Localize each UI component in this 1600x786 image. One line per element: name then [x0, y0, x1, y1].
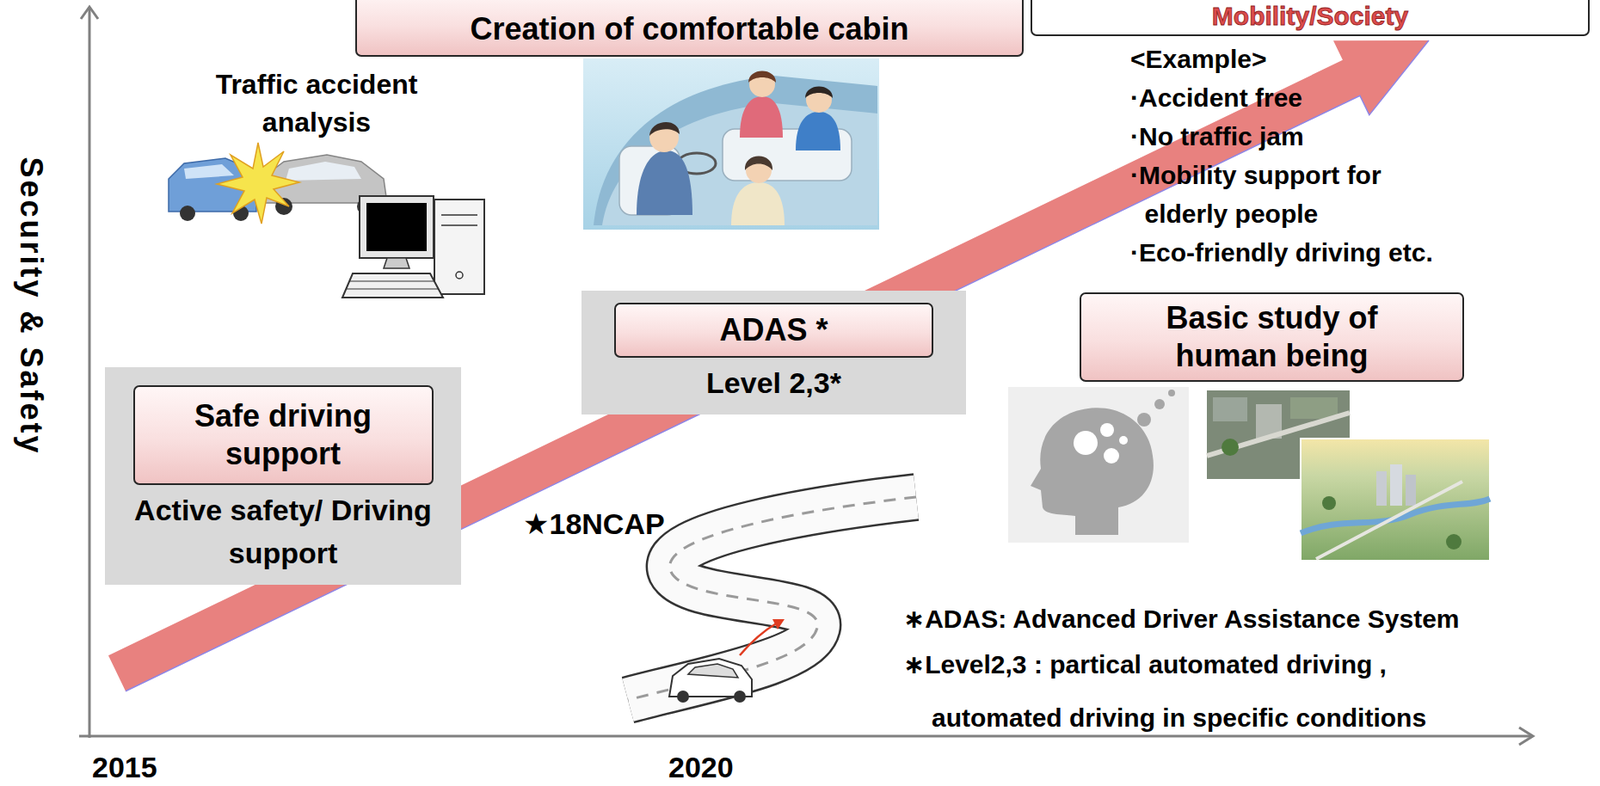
road-illustration	[627, 497, 917, 703]
city-illustration-part	[1316, 481, 1463, 560]
cabin-illustration	[583, 58, 880, 230]
road-illustration-part	[772, 619, 785, 630]
city-illustration-part	[1322, 496, 1336, 511]
human-study-illustration-part	[1168, 389, 1176, 397]
cabin-illustration-part	[805, 86, 833, 99]
human-study-illustration-part	[1100, 423, 1114, 437]
example-item: ·Eco-friendly driving etc.	[1130, 233, 1462, 272]
example-heading: <Example>	[1130, 39, 1462, 79]
cabin-illustration-part	[806, 86, 832, 113]
cabin-illustration-part	[583, 58, 880, 230]
crash-illustration	[168, 142, 388, 224]
crash-illustration-part	[216, 142, 300, 224]
cabin-illustration-part	[749, 71, 776, 98]
crash-illustration-part	[179, 205, 196, 222]
node-text: ADAS *	[719, 311, 828, 350]
node-text: Safe driving support	[145, 397, 422, 474]
computer-illustration-part	[366, 203, 427, 252]
city-illustration	[1206, 390, 1490, 561]
human-study-illustration	[1008, 387, 1189, 543]
cabin-illustration-part	[602, 103, 878, 226]
computer-illustration-part	[383, 258, 410, 269]
stage-box: Safe driving support	[133, 385, 434, 486]
stage-panel: Level 2,3* ADAS *	[581, 290, 967, 415]
city-illustration-part	[1405, 474, 1416, 506]
computer-illustration-part	[455, 271, 463, 279]
computer-illustration-part	[359, 196, 434, 259]
road-illustration-part	[627, 497, 917, 701]
road-illustration-part	[688, 664, 739, 678]
footnote: ∗Level2,3 : partical automated driving ,…	[903, 638, 1506, 745]
header-box: Creation of comfortable cabin	[355, 0, 1024, 57]
stage-box: ADAS *	[614, 302, 934, 358]
year-tick: 2015	[92, 751, 158, 783]
year-tick: 2020	[668, 751, 734, 783]
computer-illustration-part	[345, 289, 439, 290]
computer-illustration-part	[342, 273, 444, 298]
axis-part	[1519, 727, 1533, 745]
example-item: ·Mobility support for elderly people	[1130, 155, 1462, 234]
cabin-illustration-part	[748, 71, 776, 84]
axis-part	[80, 6, 99, 19]
example-item: ·No traffic jam	[1130, 116, 1462, 156]
city-illustration-part	[1376, 471, 1387, 506]
human-study-illustration-part	[1154, 399, 1165, 410]
human-study-illustration-part	[1103, 448, 1120, 464]
crash-illustration-part	[285, 161, 362, 181]
city-illustration-part	[1221, 438, 1239, 456]
crash-illustration-part	[184, 164, 234, 179]
computer-illustration-part	[441, 214, 478, 216]
road-illustration-part	[627, 497, 917, 701]
node-text: Level 2,3*	[706, 361, 842, 405]
city-illustration-part	[1290, 397, 1338, 419]
road-illustration-part	[676, 690, 690, 703]
city-illustration-part	[1390, 464, 1403, 506]
road-illustration-part	[733, 690, 746, 703]
cabin-illustration-part	[739, 96, 783, 138]
cabin-illustration-part	[636, 150, 693, 216]
city-illustration-part	[1212, 397, 1248, 422]
human-study-illustration-part	[1137, 412, 1151, 427]
human-study-illustration-part	[1008, 387, 1189, 543]
computer-illustration	[342, 196, 485, 298]
cabin-illustration-part	[649, 122, 680, 136]
axis-part	[88, 6, 92, 739]
cabin-illustration-part	[795, 111, 841, 151]
cabin-illustration-part	[744, 156, 773, 172]
node-text: Active safety/ Driving support	[130, 488, 436, 575]
computer-illustration-part	[349, 281, 436, 283]
cabin-illustration-part	[593, 75, 878, 226]
computer-illustration-part	[434, 199, 485, 295]
human-study-illustration-part	[1119, 436, 1128, 445]
road-illustration-part	[739, 622, 778, 656]
footnotes: ∗ADAS: Advanced Driver Assistance System…	[903, 600, 1506, 745]
axis-title: Security & Safety	[13, 156, 49, 456]
human-study-illustration-part	[1030, 407, 1154, 536]
node-text: Basic study of human being	[1115, 299, 1428, 376]
node-text: Creation of comfortable cabin	[469, 10, 909, 49]
axis-part	[79, 735, 1533, 739]
computer-illustration-part	[441, 224, 478, 227]
footnote: ∗ADAS: Advanced Driver Assistance System	[903, 600, 1506, 639]
human-study-illustration-part	[1073, 430, 1098, 456]
header-box: Mobility/Society	[1030, 0, 1590, 37]
topic-box: Basic study of human being	[1079, 292, 1465, 382]
illustration-caption: Traffic accident analysis	[187, 65, 446, 142]
example-list: <Example>·Accident free·No traffic jam·M…	[1130, 39, 1462, 272]
cabin-illustration-part	[731, 182, 785, 226]
axis	[79, 6, 1533, 745]
example-item: ·Accident free	[1130, 78, 1462, 117]
stage-panel: Active safety/ Driving support Safe drivi…	[104, 367, 462, 585]
node-text: Mobility/Society	[1212, 1, 1409, 31]
road-illustration-part	[627, 497, 917, 701]
city-illustration-part	[1300, 438, 1490, 561]
milestone-label: ★18NCAP	[523, 507, 665, 541]
city-illustration-part	[1446, 534, 1462, 550]
